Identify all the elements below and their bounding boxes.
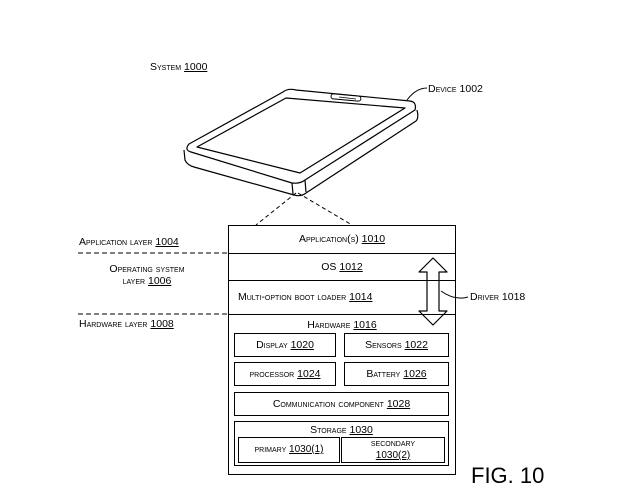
display-label: Display 1020 [256, 339, 314, 351]
secondary-storage-box [341, 437, 445, 463]
processor-label: processor 1024 [249, 368, 321, 380]
os-label: OS 1012 [321, 261, 363, 273]
boot-loader-box [228, 280, 456, 315]
communication-box [234, 392, 449, 416]
storage-label: Storage 1030 [310, 424, 373, 436]
figure-label: FIG. 10 [471, 463, 545, 488]
projection-line-left [255, 192, 297, 226]
battery-box [344, 362, 449, 386]
storage-box [234, 421, 449, 466]
device-leader [406, 87, 428, 101]
primary-storage-label: primary 1030(1) [254, 444, 324, 455]
hardware-layer-label: Hardware layer 1008 [79, 318, 174, 330]
secondary-storage-label: secondary 1030(2) [370, 438, 416, 461]
display-box [234, 333, 336, 357]
device-label: Device 1002 [428, 83, 483, 95]
application-layer-label: Application layer 1004 [79, 236, 179, 248]
boot-loader-label: Multi-option boot loader 1014 [238, 291, 373, 303]
os-layer-label: Operating system layer 1006 [109, 263, 185, 287]
communication-label: Communication component 1028 [272, 398, 411, 410]
processor-box [234, 362, 336, 386]
system-label: System 1000 [150, 61, 208, 73]
primary-storage-box [238, 437, 340, 463]
driver-label: Driver 1018 [470, 291, 526, 303]
driver-leader [440, 290, 469, 299]
battery-label: Battery 1026 [366, 368, 427, 380]
sensors-label: Sensors 1022 [365, 339, 428, 351]
driver-arrow [418, 257, 448, 326]
applications-label: Application(s) 1010 [298, 233, 386, 245]
sensors-box [344, 333, 449, 357]
hardware-label: Hardware 1016 [307, 319, 377, 331]
device-illustration [183, 88, 419, 197]
projection-line-right [297, 192, 353, 226]
